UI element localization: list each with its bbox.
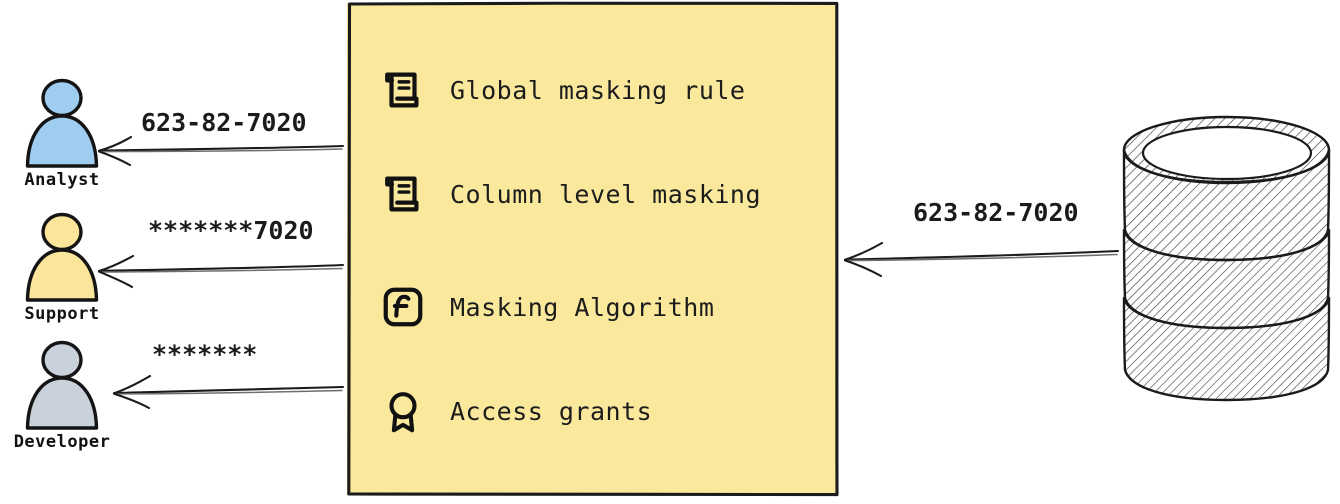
scroll-icon	[385, 72, 419, 108]
actor-analyst: Analyst	[2, 78, 122, 190]
actor-label: Support	[24, 304, 100, 324]
person-icon	[25, 212, 99, 302]
policy-item-label: Masking Algorithm	[450, 292, 715, 322]
policy-item-label: Access grants	[450, 396, 653, 426]
policy-item-masking-algorithm[interactable]: Masking Algorithm	[380, 284, 714, 330]
arrow-label-database: 623-82-7020	[913, 198, 1079, 227]
arrow-label-analyst: 623-82-7020	[141, 108, 307, 137]
actor-developer: Developer	[2, 340, 122, 452]
actor-label: Developer	[13, 432, 111, 452]
arrow-to-developer	[110, 368, 345, 410]
policy-item-label: Column level masking	[450, 179, 762, 209]
policy-item-global-masking-rule[interactable]: Global masking rule	[380, 67, 745, 113]
arrow-database-to-panel	[840, 235, 1120, 279]
policy-item-access-grants[interactable]: Access grants	[380, 388, 652, 434]
person-icon	[25, 78, 99, 168]
function-icon	[383, 287, 423, 327]
arrow-label-support: *******7020	[148, 216, 314, 245]
person-icon	[25, 340, 99, 430]
arrow-label-developer: *******	[152, 340, 258, 369]
award-icon	[389, 392, 417, 433]
actor-label: Analyst	[24, 170, 100, 190]
policy-item-label: Global masking rule	[450, 75, 746, 105]
database-cylinder	[1116, 108, 1338, 408]
database-icon	[1122, 115, 1331, 402]
scroll-icon	[385, 176, 419, 212]
arrow-to-analyst	[95, 128, 345, 168]
masking-policy-list: Global masking rule Column level masking…	[347, 3, 836, 495]
actor-support: Support	[2, 212, 122, 324]
arrow-to-support	[95, 248, 345, 290]
policy-item-column-level-masking[interactable]: Column level masking	[380, 171, 761, 217]
